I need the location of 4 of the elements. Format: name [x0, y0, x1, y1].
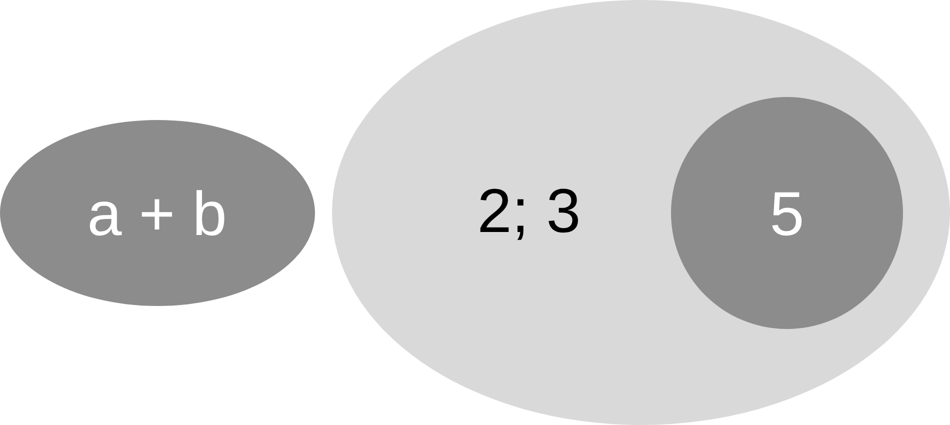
- ellipse-node: [332, 0, 950, 425]
- node-label: 5: [770, 184, 804, 246]
- node-label: 2; 3: [477, 181, 581, 243]
- node-label: a + b: [87, 184, 227, 246]
